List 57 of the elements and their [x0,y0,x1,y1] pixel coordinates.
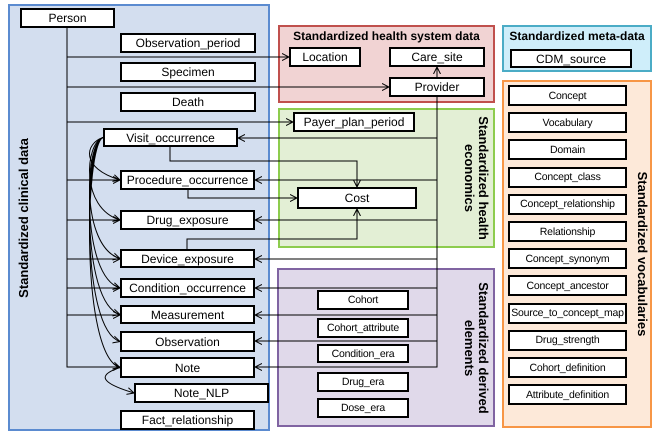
table-box: Observation [120,331,255,352]
arrow [89,137,120,221]
table-box: Cohort [317,290,409,310]
arrow [89,137,120,259]
group-panel [277,268,495,427]
table-box: Note_NLP [134,383,269,403]
table-box: Domain [508,139,627,160]
table-box: Source_to_concept_map [508,302,627,324]
group-panel [502,25,652,72]
table-box: Cohort_definition [508,357,627,378]
arrow [170,146,361,188]
table-box: Concept [508,85,627,106]
table-box: Drug_exposure [120,210,255,230]
table-box: Concept_ancestor [508,275,627,296]
table-box: Drug_era [317,372,409,392]
table-box: Drug_strength [508,330,627,351]
table-box: Note [120,357,255,378]
table-box: Attribute_definition [508,384,627,406]
table-box: Provider [389,77,485,97]
table-box: Relationship [508,221,627,242]
arrow [186,208,361,250]
table-box: Concept_relationship [508,194,627,215]
arrow [188,190,298,202]
table-box: Person [20,8,115,28]
group-title: Standardized derived elements [462,280,490,416]
group-title: Standardized vocabularies [635,170,649,338]
table-box: Payer_plan_period [293,112,415,132]
arrow [104,367,134,395]
arrow [433,66,441,78]
table-box: Fact_relationship [120,410,255,430]
group-title: Standardized clinical data [17,138,31,298]
arrow [89,137,120,182]
table-box: Care_site [389,47,485,67]
table-box: Death [120,92,256,112]
table-box: Concept_synonym [508,248,627,270]
table-box: Location [289,47,361,67]
group-panel [278,25,495,103]
group-title: Standardized meta-data [508,29,646,43]
table-box: Dose_era [317,398,409,418]
group-panel [502,80,652,428]
table-box: Observation_period [120,33,256,53]
table-box: Concept_class [508,166,627,188]
group-title: Standardized health system data [292,29,481,43]
table-box: CDM_source [510,49,632,68]
table-box: Procedure_occurrence [120,170,255,190]
group-panel [278,108,495,248]
group-title: Standardized health economics [462,115,490,242]
table-box: Device_exposure [120,249,255,268]
table-box: Condition_era [317,344,409,363]
table-box: Visit_occurrence [103,128,238,147]
table-box: Specimen [120,62,256,82]
group-panel [8,4,270,431]
table-box: Condition_occurrence [120,278,255,298]
table-box: Cost [297,187,417,209]
table-box: Measurement [120,305,255,324]
table-box: Vocabulary [508,112,627,134]
table-box: Cohort_attribute [317,318,409,338]
